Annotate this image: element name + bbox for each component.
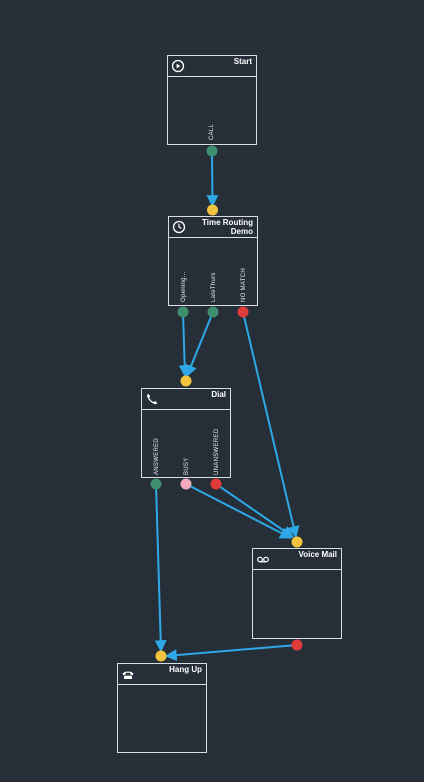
output-label-unanswered: UNANSWERED bbox=[214, 428, 220, 475]
output-label-nomatch: NO MATCH bbox=[241, 268, 247, 302]
node-time-routing-header: Time Routing Demo bbox=[169, 217, 257, 238]
node-hang-up-header: Hang Up bbox=[118, 664, 206, 685]
output-label-answered: ANSWERED bbox=[154, 437, 160, 475]
node-voice-mail[interactable]: Voice Mail bbox=[252, 548, 342, 639]
edge-voicemail-to-hangup[interactable] bbox=[164, 644, 298, 662]
voicemail-icon bbox=[257, 556, 269, 563]
edge-start-to-time-routing[interactable] bbox=[206, 150, 219, 208]
node-start-header: Start bbox=[168, 56, 256, 77]
output-label-opening: Opening... bbox=[181, 271, 187, 302]
node-dial[interactable]: Dial ANSWERED BUSY UNANSWERED bbox=[141, 388, 231, 478]
edge-answered-to-hangup[interactable] bbox=[154, 483, 167, 653]
phone-icon bbox=[147, 393, 158, 405]
edge-unanswered-to-voicemail[interactable] bbox=[215, 483, 294, 538]
edges-layer bbox=[154, 150, 300, 662]
hangup-phone-icon bbox=[122, 671, 134, 679]
node-hang-up-title: Hang Up bbox=[169, 665, 202, 674]
node-voice-mail-title: Voice Mail bbox=[298, 550, 337, 559]
clock-icon bbox=[172, 220, 186, 234]
edge-busy-to-voicemail[interactable] bbox=[185, 483, 293, 539]
play-icon bbox=[171, 59, 185, 73]
node-voice-mail-header: Voice Mail bbox=[253, 549, 341, 570]
node-dial-header: Dial bbox=[142, 389, 230, 410]
output-label-call: CALL bbox=[209, 123, 215, 140]
output-label-busy: BUSY bbox=[184, 457, 190, 475]
node-hang-up[interactable]: Hang Up bbox=[117, 663, 207, 753]
edge-nomatch-to-voicemail[interactable] bbox=[242, 311, 300, 539]
output-label-latethurs: LateThurs bbox=[211, 272, 217, 302]
node-start[interactable]: Start CALL bbox=[167, 55, 257, 145]
node-start-title: Start bbox=[233, 57, 252, 66]
node-time-routing-title: Time Routing Demo bbox=[202, 218, 253, 236]
node-dial-title: Dial bbox=[211, 390, 226, 399]
edge-opening-to-dial[interactable] bbox=[178, 311, 191, 378]
node-time-routing[interactable]: Time Routing Demo Opening... LateThurs N… bbox=[168, 216, 258, 306]
edge-latethurs-to-dial[interactable] bbox=[185, 311, 214, 378]
